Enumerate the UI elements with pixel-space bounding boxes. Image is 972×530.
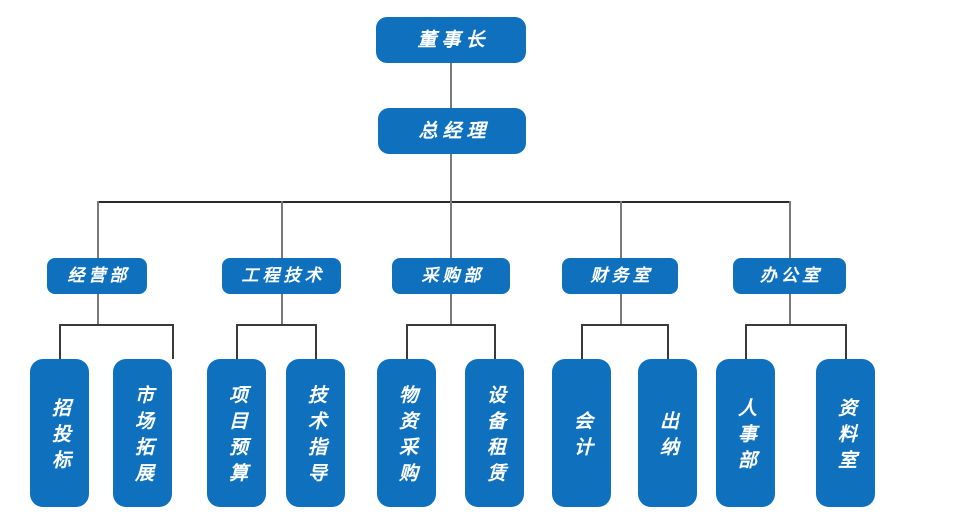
node-dept-office-label: 办公室	[760, 265, 823, 286]
node-sub-accounting-label: 会计	[571, 410, 593, 463]
connector-dept-purchasing-bus	[406, 324, 495, 326]
node-dept-purchasing[interactable]: 采购部	[392, 258, 510, 294]
node-dept-business-label: 经营部	[67, 265, 131, 286]
connector-dept-office-bus	[745, 324, 846, 326]
node-sub-accounting[interactable]: 会计	[552, 359, 611, 507]
node-sub-hr-label: 人事部	[735, 397, 757, 476]
connector-to-sub-archives	[845, 324, 847, 359]
node-sub-leasing-label: 设备租赁	[484, 384, 506, 489]
node-dept-engineering-label: 工程技术	[241, 265, 326, 286]
connector-dept-finance-bus	[581, 324, 668, 326]
connector-dept-business-drop	[97, 294, 99, 325]
node-sub-budget-label: 项目预算	[226, 384, 248, 489]
connector-to-sub-accounting	[581, 324, 583, 359]
connector-to-sub-leasing	[494, 324, 496, 359]
connector-dept-office-drop	[789, 294, 791, 325]
node-dept-engineering[interactable]: 工程技术	[222, 258, 341, 294]
connector-to-sub-materials	[406, 324, 408, 359]
connector-to-sub-market	[172, 324, 174, 359]
node-sub-budget[interactable]: 项目预算	[207, 359, 266, 507]
connector-to-sub-hr	[745, 324, 747, 359]
node-sub-market[interactable]: 市场拓展	[113, 359, 172, 507]
connector-dept-business-bus	[59, 324, 173, 326]
node-general-manager-label: 总经理	[418, 119, 491, 142]
connector-to-sub-cashier	[667, 324, 669, 359]
connector-to-sub-budget	[236, 324, 238, 359]
node-sub-bidding[interactable]: 招投标	[30, 359, 89, 507]
connector-dept-purchasing-drop	[450, 294, 452, 325]
connector-bus-to-dept-business	[97, 201, 99, 258]
connector-dept-engineering-bus	[236, 324, 316, 326]
connector-general-manager-drop	[450, 154, 452, 202]
node-dept-finance[interactable]: 财务室	[562, 258, 678, 294]
node-sub-cashier[interactable]: 出纳	[638, 359, 697, 507]
node-sub-bidding-label: 招投标	[49, 397, 71, 476]
node-sub-market-label: 市场拓展	[132, 384, 154, 489]
node-dept-purchasing-label: 采购部	[421, 265, 485, 286]
connector-department-bus	[97, 201, 791, 203]
node-sub-materials-label: 物资采购	[396, 384, 418, 489]
node-sub-guidance-label: 技术指导	[305, 384, 327, 489]
node-sub-cashier-label: 出纳	[657, 410, 679, 463]
node-sub-hr[interactable]: 人事部	[716, 359, 775, 507]
connector-bus-to-dept-office	[789, 201, 791, 258]
connector-dept-engineering-drop	[281, 294, 283, 325]
node-chairman-label: 董事长	[417, 28, 490, 51]
node-sub-materials[interactable]: 物资采购	[377, 359, 436, 507]
node-sub-archives[interactable]: 资料室	[816, 359, 875, 507]
connector-to-sub-guidance	[315, 324, 317, 359]
node-sub-archives-label: 资料室	[835, 397, 857, 476]
connector-bus-to-dept-finance	[620, 201, 622, 258]
node-dept-business[interactable]: 经营部	[47, 258, 147, 294]
connector-bus-to-dept-purchasing	[450, 201, 452, 258]
node-dept-finance-label: 财务室	[590, 265, 654, 286]
node-general-manager[interactable]: 总经理	[378, 108, 526, 154]
node-sub-guidance[interactable]: 技术指导	[286, 359, 345, 507]
node-dept-office[interactable]: 办公室	[733, 258, 846, 294]
node-chairman[interactable]: 董事长	[376, 17, 526, 63]
node-sub-leasing[interactable]: 设备租赁	[465, 359, 524, 507]
connector-dept-finance-drop	[620, 294, 622, 325]
connector-chairman-to-general-manager	[450, 63, 452, 108]
connector-to-sub-bidding	[59, 324, 61, 359]
connector-bus-to-dept-engineering	[281, 201, 283, 258]
